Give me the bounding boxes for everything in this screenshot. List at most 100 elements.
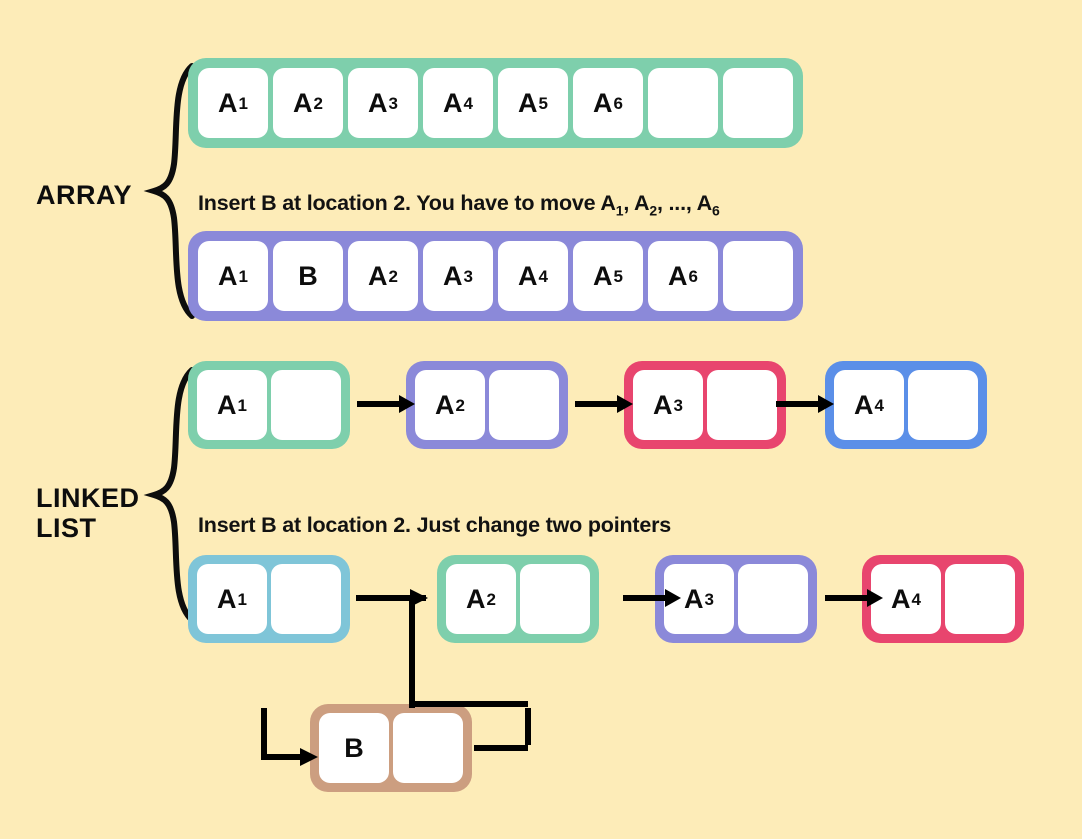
cell-subscript: 4 (874, 395, 884, 415)
cell-subscript: 2 (313, 93, 323, 113)
cell-value: B (298, 260, 318, 291)
cell-subscript: 1 (237, 395, 247, 415)
array-caption-mid2: , ..., A (656, 191, 712, 215)
cell-value: A (854, 389, 874, 420)
linked-list-section-label: LINKED LIST (36, 483, 140, 544)
cell-value: A (653, 389, 673, 420)
cell-value: A (684, 583, 704, 614)
array-brace (143, 63, 195, 319)
cell-value: A (593, 87, 613, 118)
node-b-pointer-cell (393, 713, 463, 783)
cell-subscript: 1 (238, 93, 248, 113)
cell-subscript: 3 (463, 266, 473, 286)
cell-value: A (518, 87, 538, 118)
cell-subscript: 2 (388, 266, 398, 286)
array-inserted-cell-2: B (273, 241, 343, 311)
cell-value: A (217, 583, 237, 614)
array-caption-sub2: 2 (649, 202, 657, 219)
cell-subscript: 3 (673, 395, 683, 415)
linked-list-node-b: B (310, 704, 472, 792)
cell-value: A (218, 260, 238, 291)
linked-node-original-4-pointer-cell (908, 370, 978, 440)
array-caption-prefix: Insert B at location 2. You have to move… (198, 191, 616, 215)
linked-node-original-2-pointer-cell (489, 370, 559, 440)
linked-node-updated-1-pointer-cell (271, 564, 341, 634)
cell-subscript: 2 (455, 395, 465, 415)
cell-subscript: 4 (463, 93, 473, 113)
cell-subscript: 6 (613, 93, 623, 113)
array-insert-caption: Insert B at location 2. You have to move… (198, 191, 720, 218)
node-b-data-cell: B (319, 713, 389, 783)
cell-value: A (466, 583, 486, 614)
linked-list-insert-caption: Insert B at location 2. Just change two … (198, 513, 672, 537)
array-caption-sub3: 6 (711, 202, 720, 219)
cell-subscript: 2 (486, 589, 496, 609)
linked-node-original-3-pointer-cell (707, 370, 777, 440)
array-original-cell-8 (723, 68, 793, 138)
array-inserted-cell-8 (723, 241, 793, 311)
array-section-label: ARRAY (36, 180, 133, 210)
cell-subscript: 5 (613, 266, 623, 286)
cell-value: A (368, 260, 388, 291)
cell-value: A (443, 87, 463, 118)
linked-node-updated-2-pointer-cell (520, 564, 590, 634)
cell-subscript: 4 (538, 266, 548, 286)
array-caption-sub1: 1 (615, 202, 624, 219)
cell-value: A (518, 260, 538, 291)
linked-node-updated-4-pointer-cell (945, 564, 1015, 634)
cell-value: B (344, 732, 364, 763)
cell-subscript: 1 (238, 266, 248, 286)
cell-subscript: 5 (538, 93, 548, 113)
cell-value: A (217, 389, 237, 420)
cell-value: A (891, 583, 911, 614)
cell-value: A (218, 87, 238, 118)
pointer-b-to-a2-link (474, 745, 528, 751)
cell-value: A (293, 87, 313, 118)
cell-subscript: 3 (388, 93, 398, 113)
cell-value: A (668, 260, 688, 291)
cell-subscript: 6 (688, 266, 698, 286)
cell-value: A (593, 260, 613, 291)
linked-list-brace (143, 367, 195, 623)
cell-subscript: 3 (704, 589, 714, 609)
cell-subscript: 4 (911, 589, 921, 609)
cell-value: A (443, 260, 463, 291)
cell-value: A (435, 389, 455, 420)
pointer-b-to-a2 (525, 708, 531, 745)
array-caption-mid1: , A (623, 191, 650, 215)
array-original-cell-7 (648, 68, 718, 138)
cell-subscript: 1 (237, 589, 247, 609)
cell-value: A (368, 87, 388, 118)
linked-node-original-1-pointer-cell (271, 370, 341, 440)
